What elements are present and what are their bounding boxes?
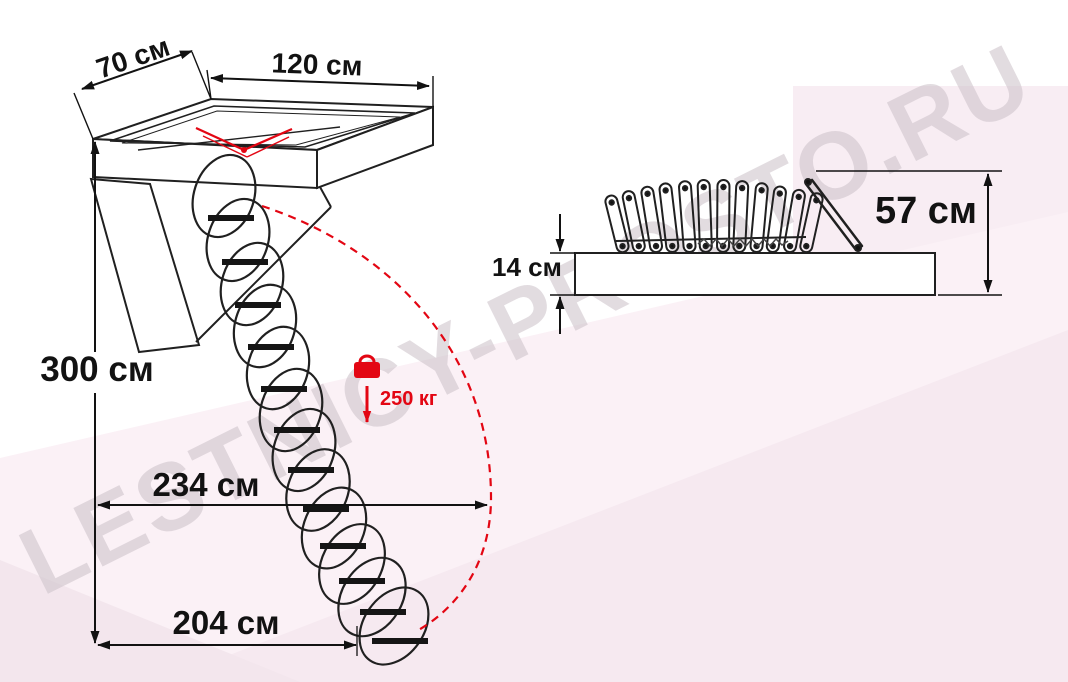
closed-box: [574, 252, 936, 296]
dim-label-swing-radius: 234 см: [152, 466, 260, 503]
open-ladder-drawing: [89, 97, 434, 666]
dimension-lines-closed: [550, 170, 1002, 334]
dimension-57: [816, 170, 1002, 296]
dimension-70: [73, 50, 212, 140]
background-wedge-left: [0, 560, 300, 682]
dim-label-box-height: 14 см: [492, 252, 562, 282]
dim-label-footprint: 204 см: [172, 604, 280, 641]
dimension-lines-open: [73, 50, 488, 656]
dimension-120: [206, 69, 434, 107]
trapdoor-panel: [89, 177, 332, 354]
dim-label-max-load: 250 кг: [380, 388, 438, 410]
dimension-204: [97, 626, 358, 656]
dim-label-box-length: 120 см: [271, 47, 363, 82]
ladder-treads: [208, 215, 428, 644]
folded-links: [604, 179, 824, 254]
weight-icon: [354, 354, 380, 423]
fold-mechanism: [615, 178, 864, 252]
folded-ladder-drawing: [574, 178, 936, 296]
dim-label-folded-height: 57 см: [874, 190, 978, 232]
swing-arc: [261, 204, 493, 633]
dimension-14: [550, 214, 575, 334]
hatch-mechanism-arms: [195, 127, 293, 158]
hatch-box: [92, 97, 434, 190]
background-wedge-right: [160, 330, 1068, 682]
dim-label-floor-height: 300 см: [40, 350, 154, 389]
